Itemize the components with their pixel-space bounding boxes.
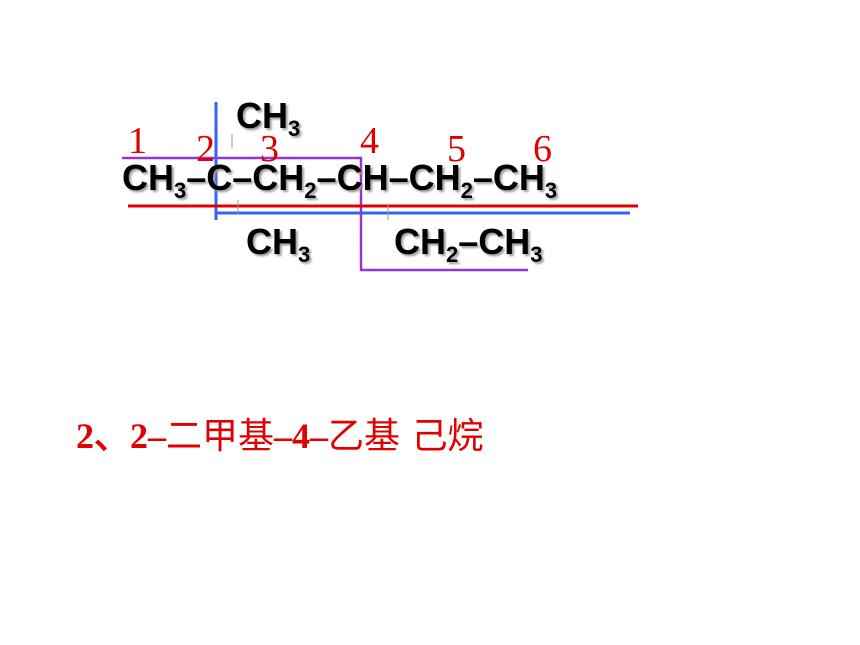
carbon-number-4: 4 — [360, 120, 379, 162]
group-ch3-1: CH — [122, 157, 174, 198]
top-methyl-text: CH3 — [236, 95, 301, 141]
subscript: 2 — [460, 178, 473, 203]
main-chain: CH3–C–CH2–CH–CH2–CH3 — [122, 157, 557, 202]
bond-dash: – — [186, 157, 207, 198]
carbon-number-3: 3 — [260, 128, 279, 170]
subscript: 3 — [530, 242, 543, 267]
carbon-number-2: 2 — [196, 128, 215, 170]
name-locant-2-2: 2、2– — [76, 416, 167, 456]
name-locant-4: –4– — [274, 416, 329, 456]
name-dimethyl: 二甲基 — [166, 416, 275, 457]
ethyl-branch: CH2–CH3 — [394, 221, 543, 266]
carbon-number-5: 5 — [447, 128, 466, 170]
ethyl-ch2: CH — [394, 221, 446, 262]
name-ethyl: 乙基 — [328, 416, 401, 457]
subscript: 3 — [544, 178, 558, 203]
group-c-ch2: C–CH — [206, 157, 305, 198]
bottom-methyl-text: CH3 — [246, 221, 311, 267]
name-hexane: 己烷 — [400, 416, 484, 457]
subscript: 3 — [288, 116, 301, 141]
blue-chain-line — [214, 102, 630, 220]
subscript: 2 — [446, 242, 459, 267]
carbon-number-6: 6 — [533, 128, 552, 170]
ethyl-ch3: –CH — [458, 221, 531, 262]
top-methyl-branch: CH3 — [236, 95, 301, 141]
compound-name: 2、2–二甲基–4–乙基 己烷 — [76, 418, 484, 455]
bottom-methyl-branch: CH3 — [246, 221, 311, 267]
bond-dash: – — [316, 157, 337, 198]
group-ch3-6: –CH — [472, 157, 545, 198]
carbon-number-1: 1 — [128, 120, 147, 162]
subscript: 3 — [174, 178, 187, 203]
group-ch-ch2: CH–CH — [336, 157, 461, 198]
subscript: 2 — [304, 178, 317, 203]
subscript: 3 — [298, 242, 311, 267]
